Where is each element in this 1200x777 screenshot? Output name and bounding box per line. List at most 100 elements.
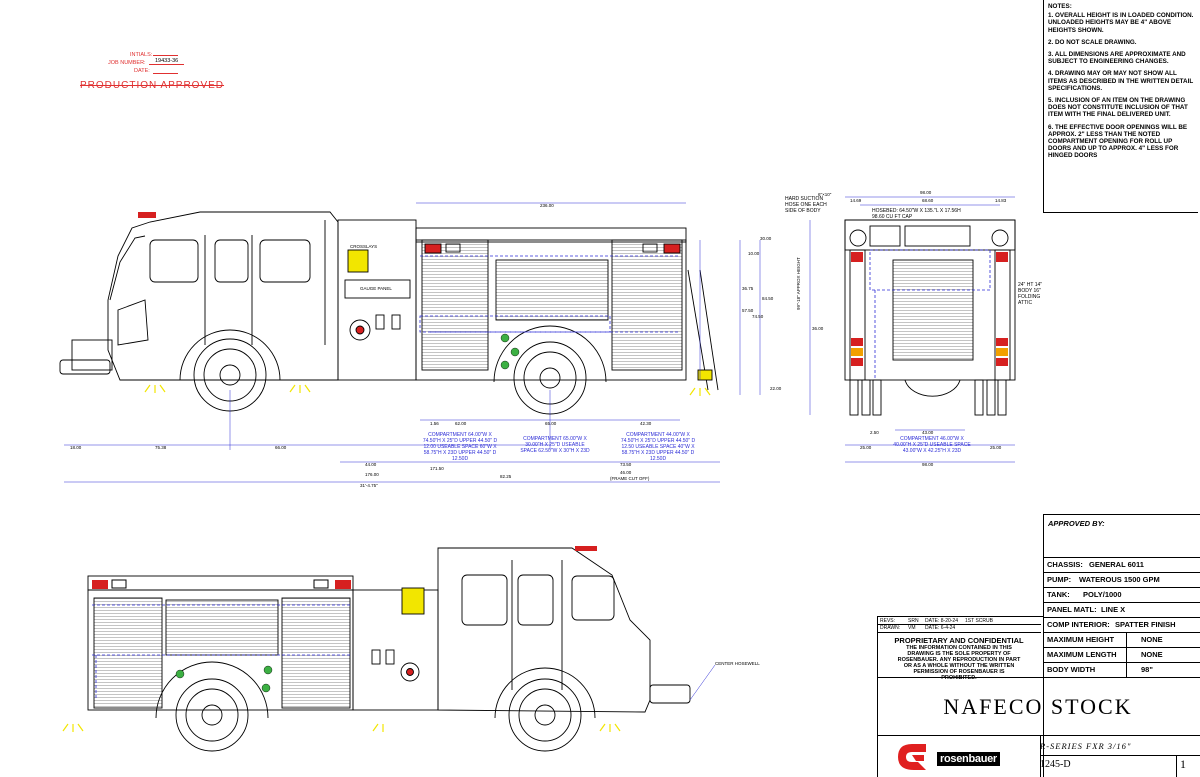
spec-comp-interior: COMP INTERIOR: SPATTER FINISH [1043,617,1200,632]
folding-attic-note: 24" HT 14" BODY 16" FOLDING ATTIC [1018,282,1043,306]
spec-max-length: MAXIMUM LENGTH NONE [1043,647,1200,662]
comp-interior-label: COMP INTERIOR: [1047,620,1110,629]
title-hline-3 [1040,755,1200,756]
dim-wheelbase-front: 75.38 [155,445,167,450]
dim-6500: 65.00 [545,421,557,426]
max-height-label: MAXIMUM HEIGHT [1047,635,1115,644]
rear-view-blue-lines [869,249,991,380]
gauge-panel-label: GAUGE PANEL [360,286,392,291]
dim-3000: 30.00 [760,236,772,241]
body-width-value: 98" [1141,665,1153,674]
rear-dim-98b: 98.00 [922,462,934,467]
side-view-green-fittings [500,333,520,370]
rear-dim-25a: 25.00 [860,445,872,450]
dim-6200: 62.00 [455,421,467,426]
street-view-truck [87,547,691,752]
notes-panel: NOTES: 1. OVERALL HEIGHT IS IN LOADED CO… [1043,0,1198,213]
chassis-value: GENERAL 6011 [1089,560,1144,569]
dim-7450: 74.50 [752,314,764,319]
proprietary-body: THE INFORMATION CONTAINED IN THIS DRAWIN… [897,645,1021,681]
drawing-canvas: 236.00 18.00 75.38 66.00 44.00 176.00 17… [59,190,1016,752]
dim-5750: 57.50 [742,308,754,313]
note-item: 1. OVERALL HEIGHT IS IN LOADED CONDITION… [1048,12,1194,34]
pump-value: WATEROUS 1500 GPM [1079,575,1160,584]
drawing-number: 1245-D [1040,759,1071,770]
approved-by-box: APPROVED BY: [1043,514,1200,777]
max-length-label: MAXIMUM LENGTH [1047,650,1117,659]
drawn-by: VM [908,625,916,631]
note-item: 6. THE EFFECTIVE DOOR OPENINGS WILL BE A… [1048,123,1188,160]
pump-label: PUMP: [1047,575,1072,584]
initials-label: INTIALS: [130,52,153,58]
rosenbauer-logo-icon [898,744,926,770]
dim-3675: 36.75 [742,286,754,291]
hosewell-leader [689,664,716,701]
dim-rear: 46.00 [620,470,632,475]
side-view-truck [59,211,719,415]
tank-value: POLY/1000 [1083,590,1122,599]
spec-panel: PANEL MATL: LINE X [1043,602,1200,617]
max-length-value: NONE [1141,650,1163,659]
dim-front: 18.00 [70,445,82,450]
job-number-label: JOB NUMBER: [108,60,146,66]
drawn-date: DATE: 6-4-24 [925,625,956,631]
spec-pump: PUMP: WATEROUS 1500 GPM [1043,572,1200,587]
side-view-blue-lines [419,255,680,333]
dim-8225: 82.25 [500,474,512,479]
dim-1000: 10.00 [748,251,760,256]
dim-156: 1.56 [430,421,439,426]
spec-max-height: MAXIMUM HEIGHT NONE [1043,632,1200,647]
ground-lights [144,384,711,396]
revs-date: DATE: 8-20-24 [925,618,958,624]
title-vline-1 [1040,735,1041,777]
compartment-1-note: COMPARTMENT 64.00"W X 74.50"H X 25"D UPP… [422,432,498,462]
frame-cut-off: (FRAME CUT OFF) [610,476,650,481]
street-view-green-fittings [175,665,273,693]
crosslays-label: CROSSLAYS [350,244,377,249]
dim-44: 44.00 [365,462,377,467]
tank-label: TANK: [1047,590,1070,599]
comp-interior-value: SPATTER FINISH [1115,620,1176,629]
spec-tank: TANK: POLY/1000 [1043,587,1200,602]
rear-dim-98: 98.00 [920,190,932,195]
side-view-dimensions [64,202,761,483]
title-hline-2 [877,735,1200,736]
title-vline-2 [1176,755,1177,777]
spec-body-width: BODY WIDTH 98" [1043,662,1200,677]
revs-label: REVS: [880,618,896,624]
hard-suction-note: HARD SUCTION HOSE ONE EACH SIDE OF BODY [785,196,827,214]
rear-dim-1469: 14.69 [850,198,862,203]
rear-dim-250: 2.50 [870,430,879,435]
notes-list: 1. OVERALL HEIGHT IS IN LOADED CONDITION… [1048,12,1194,159]
production-approved-stamp: PRODUCTION APPROVED [80,80,225,91]
chassis-label: CHASSIS: [1047,560,1083,569]
note-item: 4. DRAWING MAY OR MAY NOT SHOW ALL ITEMS… [1048,70,1194,92]
street-view-blue-lines [92,604,350,700]
revs-hline-2 [877,632,1041,633]
center-hosewell-label: CENTER HOSEWELL [715,661,760,666]
note-item: 3. ALL DIMENSIONS ARE APPROXIMATE AND SU… [1048,51,1186,66]
rear-view-lights [851,252,1008,366]
dim-overall: 31'-4.75" [360,483,378,488]
rear-dim-25b: 25.00 [990,445,1002,450]
approved-by-label: APPROVED BY: [1048,519,1105,528]
rear-dim-43: 43.00 [922,430,934,435]
note-item: 5. INCLUSION OF AN ITEM ON THE DRAWING D… [1048,97,1188,119]
dim-cab: 66.00 [275,445,287,450]
rev-number: 1 [1180,757,1186,771]
body-width-label: BODY WIDTH [1047,665,1096,674]
dim-236: 236.00 [540,203,554,208]
panel-value: LINE X [1101,605,1126,614]
dim-4230: 42.30 [640,421,652,426]
rear-dim-6860: 68.60 [922,198,934,203]
rear-height-label: 99"-18" APPROX HEIGHT [796,257,801,310]
revs-by: SRN [908,618,919,624]
rear-view-dimensions [809,196,1015,463]
drawn-label: DRAWN: [880,625,901,631]
date-label: DATE: [134,68,150,74]
project-title: NAFECO STOCK [943,694,1133,719]
rear-view-truck [844,219,1016,416]
title-hline-1 [877,677,1200,678]
initials-line [153,55,178,56]
max-height-value: NONE [1141,635,1163,644]
